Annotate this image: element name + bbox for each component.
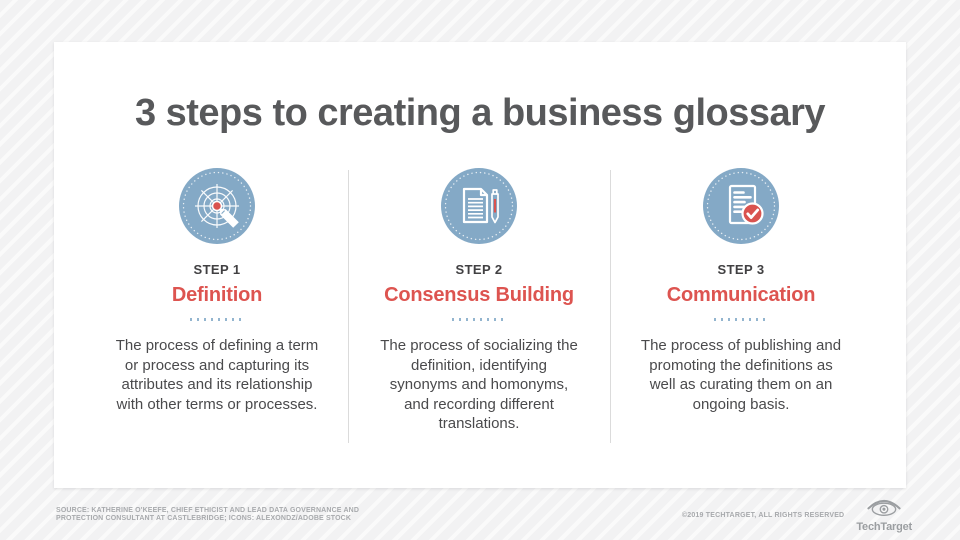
step-description: The process of publishing and promoting … (640, 337, 842, 413)
eye-icon (864, 498, 904, 522)
document-pen-icon (441, 168, 517, 244)
dotted-divider (189, 318, 245, 321)
step-column-definition: STEP 1 Definition The process of definin… (86, 168, 348, 434)
source-line-2: PROTECTION CONSULTANT AT CASTLEBRIDGE; I… (56, 515, 352, 522)
target-web-pencil-icon (179, 168, 255, 244)
step-description: The process of defining a term or proces… (115, 337, 319, 413)
column-divider (348, 170, 349, 443)
dotted-divider (451, 318, 507, 321)
step-heading: Definition (171, 284, 263, 306)
step-heading: Consensus Building (384, 284, 574, 306)
step-heading: Communication (666, 284, 816, 306)
footer: SOURCE: KATHERINE O'KEEFE, CHIEF ETHICIS… (56, 496, 912, 534)
step-label: STEP 2 (455, 262, 503, 277)
footer-right: ©2019 TECHTARGET, ALL RIGHTS RESERVED Te… (682, 498, 912, 533)
step-description: The process of socializing the definitio… (380, 337, 578, 432)
content-card: 3 steps to creating a business glossary (54, 42, 906, 488)
source-credit: SOURCE: KATHERINE O'KEEFE, CHIEF ETHICIS… (56, 507, 359, 524)
document-checkmark-icon (703, 168, 779, 244)
column-divider (610, 170, 611, 443)
dotted-divider (713, 318, 769, 321)
step-label: STEP 1 (193, 262, 241, 277)
step-label: STEP 3 (717, 262, 765, 277)
page-title: 3 steps to creating a business glossary (134, 92, 826, 134)
step-column-communication: STEP 3 Communication The process of publ… (610, 168, 872, 434)
brand-name: TechTarget (856, 520, 912, 533)
steps-row: STEP 1 Definition The process of definin… (86, 168, 874, 434)
techtarget-logo: TechTarget (856, 498, 912, 533)
step-column-consensus-building: STEP 2 Consensus Building The process of… (348, 168, 610, 434)
source-line-1: SOURCE: KATHERINE O'KEEFE, CHIEF ETHICIS… (56, 506, 360, 514)
copyright-text: ©2019 TECHTARGET, ALL RIGHTS RESERVED (681, 511, 845, 519)
